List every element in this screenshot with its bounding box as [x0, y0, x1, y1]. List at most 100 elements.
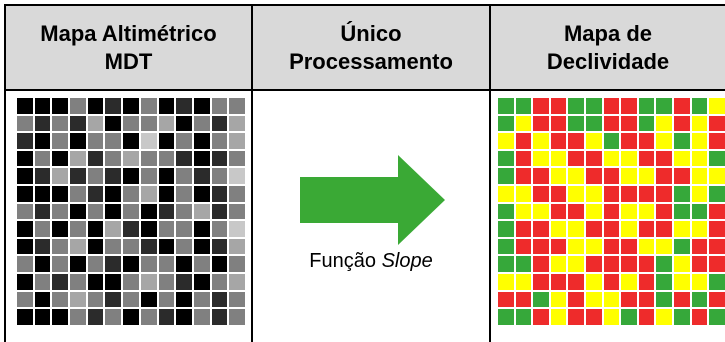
dem-cell — [86, 202, 105, 221]
slope-cell — [584, 290, 603, 309]
column-divider — [489, 4, 491, 342]
dem-cell — [192, 255, 211, 273]
dem-cell — [139, 149, 158, 168]
slope-cell — [655, 237, 673, 256]
slope-cell — [655, 132, 673, 150]
dem-cell — [86, 149, 105, 168]
dem-cell — [16, 97, 34, 115]
dem-cell — [51, 167, 70, 185]
slope-cell — [708, 272, 725, 291]
dem-cell — [192, 132, 211, 150]
header-slope-map: Mapa de Declividade — [546, 20, 670, 74]
slope-cell — [497, 255, 515, 273]
dem-cell — [157, 290, 176, 309]
dem-cell — [175, 290, 193, 309]
slope-cell — [655, 114, 673, 133]
dem-cell — [69, 184, 87, 203]
slope-cell — [690, 184, 709, 203]
slope-cell — [549, 308, 568, 326]
dem-cell — [51, 255, 70, 273]
dem-cell — [33, 97, 52, 115]
dem-cell — [51, 237, 70, 256]
dem-cell — [210, 220, 229, 238]
slope-cell — [584, 149, 603, 168]
dem-cell — [33, 272, 52, 291]
dem-cell — [86, 237, 105, 256]
dem-cell — [192, 237, 211, 256]
dem-cell — [139, 114, 158, 133]
dem-cell — [69, 272, 87, 291]
slope-cell — [567, 290, 585, 309]
dem-cell — [51, 184, 70, 203]
dem-cell — [192, 202, 211, 221]
slope-cell — [497, 202, 515, 221]
slope-raster-grid — [497, 97, 725, 326]
slope-cell — [567, 202, 585, 221]
slope-cell — [567, 184, 585, 203]
dem-cell — [104, 97, 123, 115]
dem-cell — [33, 255, 52, 273]
dem-cell — [228, 220, 246, 238]
slope-cell — [602, 184, 621, 203]
slope-cell — [549, 114, 568, 133]
dem-cell — [16, 149, 34, 168]
dem-cell — [228, 167, 246, 185]
dem-cell — [175, 272, 193, 291]
slope-cell — [567, 167, 585, 185]
dem-cell — [69, 149, 87, 168]
slope-cell — [708, 255, 725, 273]
dem-cell — [139, 308, 158, 326]
slope-cell — [637, 167, 656, 185]
dem-cell — [192, 308, 211, 326]
dem-cell — [192, 167, 211, 185]
slope-cell — [672, 272, 691, 291]
slope-cell — [514, 184, 533, 203]
slope-cell — [497, 308, 515, 326]
dem-cell — [175, 149, 193, 168]
dem-cell — [104, 272, 123, 291]
slope-cell — [514, 97, 533, 115]
slope-cell — [532, 237, 550, 256]
slope-cell — [532, 184, 550, 203]
slope-cell — [532, 220, 550, 238]
dem-cell — [16, 220, 34, 238]
slope-cell — [620, 290, 638, 309]
slope-cell — [620, 184, 638, 203]
dem-cell — [210, 132, 229, 150]
dem-cell — [51, 290, 70, 309]
dem-cell — [192, 220, 211, 238]
slope-cell — [584, 237, 603, 256]
slope-cell — [532, 202, 550, 221]
dem-cell — [210, 255, 229, 273]
slope-cell — [549, 255, 568, 273]
dem-cell — [228, 255, 246, 273]
dem-cell — [228, 97, 246, 115]
dem-cell — [139, 237, 158, 256]
dem-cell — [157, 132, 176, 150]
slope-cell — [514, 132, 533, 150]
slope-cell — [655, 184, 673, 203]
slope-cell — [602, 167, 621, 185]
slope-cell — [620, 149, 638, 168]
slope-cell — [672, 167, 691, 185]
dem-cell — [192, 290, 211, 309]
slope-cell — [584, 255, 603, 273]
slope-cell — [655, 149, 673, 168]
dem-cell — [16, 184, 34, 203]
slope-cell — [584, 272, 603, 291]
dem-cell — [104, 184, 123, 203]
slope-cell — [584, 114, 603, 133]
slope-cell — [655, 290, 673, 309]
slope-cell — [584, 184, 603, 203]
slope-cell — [549, 132, 568, 150]
slope-cell — [690, 220, 709, 238]
slope-cell — [497, 184, 515, 203]
dem-cell — [139, 255, 158, 273]
dem-cell — [192, 97, 211, 115]
dem-cell — [228, 202, 246, 221]
slope-cell — [655, 220, 673, 238]
dem-cell — [33, 290, 52, 309]
dem-cell — [157, 220, 176, 238]
slope-cell — [637, 132, 656, 150]
slope-cell — [708, 114, 725, 133]
